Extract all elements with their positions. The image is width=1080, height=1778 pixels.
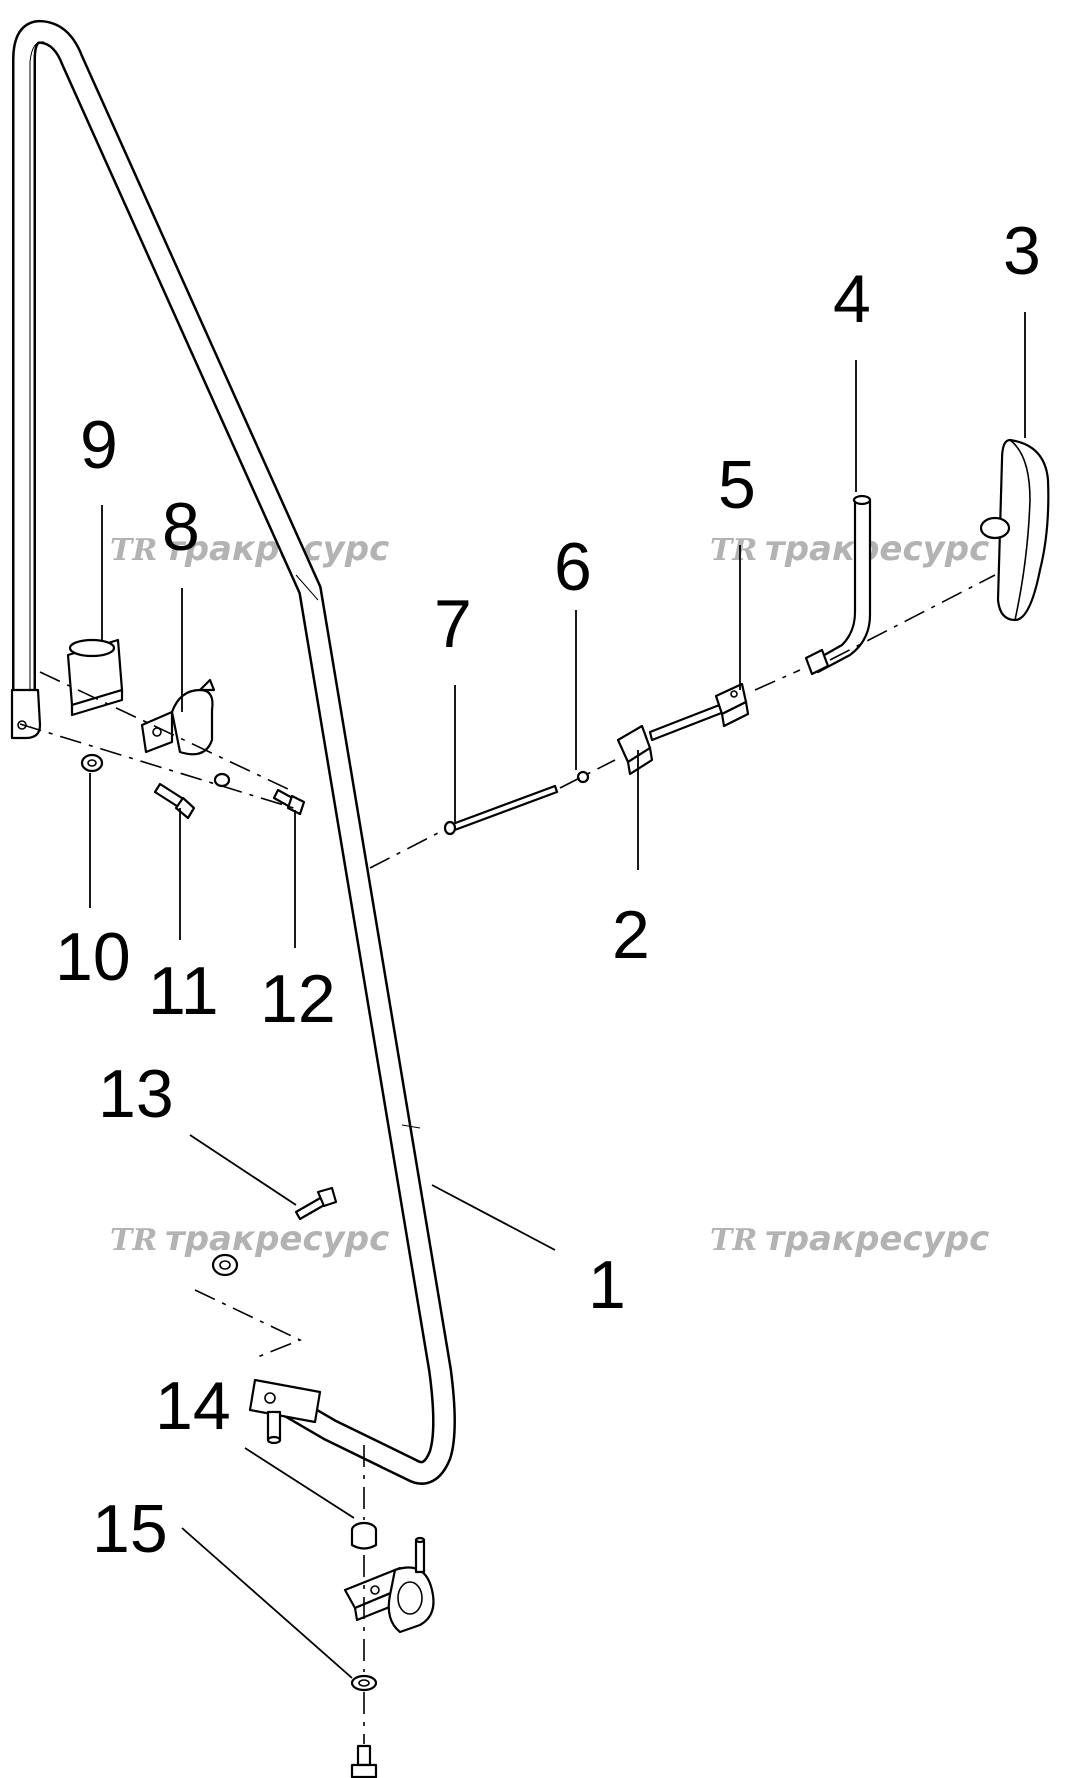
washer xyxy=(211,1253,239,1277)
rod xyxy=(443,784,559,836)
leader-lines xyxy=(89,312,1026,1679)
bolt xyxy=(153,782,196,820)
bolt xyxy=(272,788,306,816)
clamp-bracket xyxy=(140,678,216,756)
callout-labels: 1 2 3 4 5 6 7 8 9 10 11 12 13 14 15 xyxy=(55,213,1041,1567)
callout-5: 5 xyxy=(718,447,756,523)
callout-6: 6 xyxy=(554,529,592,605)
watermark-bottom-left: TR тракресурс xyxy=(110,1219,389,1259)
watermark-text: тракресурс xyxy=(765,529,989,569)
watermark-logo: TR xyxy=(110,533,157,568)
callout-9: 9 xyxy=(80,407,118,483)
axis-line xyxy=(829,574,996,661)
callout-4: 4 xyxy=(833,261,871,337)
bolt xyxy=(294,1186,338,1221)
washer xyxy=(350,1674,378,1692)
callout-10: 10 xyxy=(55,919,131,995)
axis-line xyxy=(559,759,616,789)
callout-15: 15 xyxy=(92,1491,168,1567)
bolt xyxy=(350,1744,378,1778)
callout-13: 13 xyxy=(98,1056,174,1132)
watermark-top-right: TR тракресурс xyxy=(710,529,989,569)
axis-line xyxy=(39,671,291,791)
watermark-text: тракресурс xyxy=(765,1219,989,1259)
hinge-assembly xyxy=(616,682,750,776)
mirror-head xyxy=(979,438,1050,622)
callout-14: 14 xyxy=(155,1368,231,1444)
watermark-logo: TR xyxy=(110,1223,157,1258)
bushing-block xyxy=(66,638,124,717)
watermark-logo: TR xyxy=(710,533,757,568)
nut xyxy=(576,770,590,784)
spacer xyxy=(350,1521,378,1550)
washer xyxy=(80,753,104,773)
watermark-text: тракресурс xyxy=(165,1219,389,1259)
axis-line xyxy=(754,669,801,691)
callout-11: 11 xyxy=(148,953,219,1029)
watermark-logo: TR xyxy=(710,1223,757,1258)
watermark-top-left: TR тракресурс xyxy=(110,529,389,569)
axis-line xyxy=(194,1289,302,1359)
mounting-bracket xyxy=(343,1536,435,1634)
callout-12: 12 xyxy=(260,961,336,1037)
axis-line xyxy=(19,723,301,811)
washer xyxy=(213,772,231,788)
callout-2: 2 xyxy=(612,897,650,973)
callout-3: 3 xyxy=(1003,213,1041,289)
mirror-arm xyxy=(804,494,872,676)
watermark-bottom-right: TR тракресурс xyxy=(710,1219,989,1259)
callout-8: 8 xyxy=(162,489,200,565)
axis-line xyxy=(369,831,441,869)
handrail-tube xyxy=(10,19,456,1485)
callout-1: 1 xyxy=(588,1247,626,1323)
callout-7: 7 xyxy=(434,586,472,662)
